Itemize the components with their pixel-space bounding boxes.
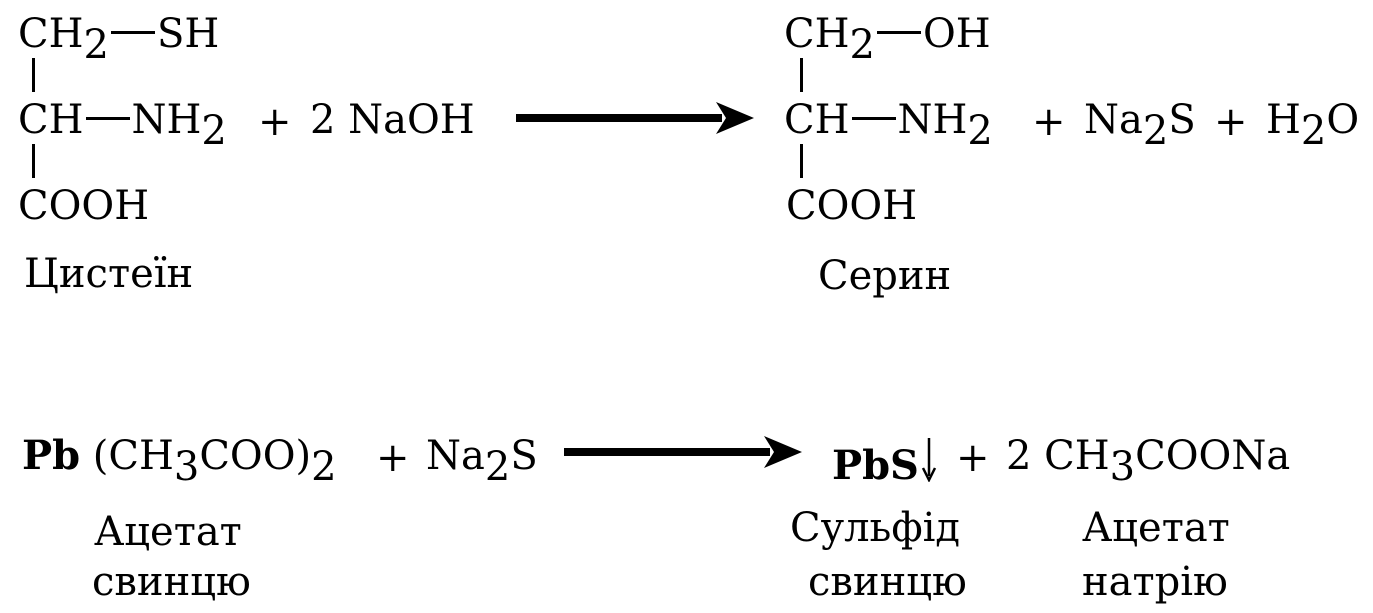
lead-acetate-open: (CH <box>92 433 174 479</box>
coona-text: COONa <box>1135 433 1291 479</box>
s-text: S <box>510 433 538 479</box>
serine-alpha-ch: CH <box>784 97 850 143</box>
sodium-acetate-name-line2: натрію <box>1082 559 1228 605</box>
reaction1-arrow-head <box>716 102 754 134</box>
serine-nh-text: NH <box>897 97 968 143</box>
acetate-count-subscript: 2 <box>311 444 337 491</box>
na2-subscript: 2 <box>484 444 511 491</box>
lead-sulfide-name-line2: свинцю <box>808 559 967 605</box>
lead-acetate-name-line2: свинцю <box>92 559 251 605</box>
serine-row3: COOH <box>786 183 918 229</box>
ch-text: CH <box>1044 433 1110 479</box>
cysteine-upper-vertical-bond <box>32 58 35 92</box>
serine-ch-text: CH <box>784 11 850 57</box>
cysteine-lower-vertical-bond <box>32 144 35 178</box>
reaction2-plus-2: + <box>956 435 990 481</box>
reaction1-plus-3: + <box>1214 99 1248 145</box>
serine-oh-group: OH <box>922 11 991 57</box>
reaction1-plus-2: + <box>1032 99 1066 145</box>
reaction2-arrow-head <box>764 436 802 468</box>
serine-upper-vertical-bond <box>800 58 803 92</box>
h-text: H <box>1266 97 1301 143</box>
ch3-subscript: 3 <box>1109 444 1136 491</box>
cysteine-ch2-subscript: 2 <box>83 22 109 69</box>
sodium-acetate-name-line1: Ацетат <box>1082 505 1230 551</box>
lead-acetate-formula: Pb (CH3COO)2 <box>22 433 337 491</box>
serine-ch2-subscript: 2 <box>849 22 875 69</box>
cysteine-row3: COOH <box>18 183 150 229</box>
lead-acetate-coo: COO) <box>199 433 312 479</box>
h2-subscript: 2 <box>1300 108 1327 155</box>
cysteine-ch-text: CH <box>18 11 84 57</box>
cysteine-sh-group: SH <box>156 11 220 57</box>
cysteine-nh2-bond <box>85 117 130 121</box>
lead-sulfide-name-line1: Сульфід <box>790 505 961 551</box>
reaction2-arrow-shaft <box>564 448 770 456</box>
serine-name: Серин <box>818 253 952 299</box>
reaction2-arrow <box>564 436 802 468</box>
serine-oh-bond <box>876 31 921 35</box>
reaction1-arrow <box>516 102 754 134</box>
na-text: Na <box>1084 97 1143 143</box>
lead-sulfide-product: PbS <box>832 436 937 486</box>
serine-lower-vertical-bond <box>800 144 803 178</box>
reaction2-plus-1: + <box>376 435 410 481</box>
sodium-acetate-coefficient: 2 <box>1006 433 1032 479</box>
s-text: S <box>1168 97 1196 143</box>
water-product: H2O <box>1266 100 1359 151</box>
serine-nh2-subscript: 2 <box>967 108 993 155</box>
lead-acetate-name-line1: Ацетат <box>94 509 242 555</box>
serine-nh2-bond <box>851 117 896 121</box>
naoh-reagent: 2 NaOH <box>310 97 475 143</box>
pb-symbol: Pb <box>22 432 81 479</box>
cysteine-alpha-ch: CH <box>18 97 84 143</box>
reaction1-plus-1: + <box>258 99 292 145</box>
sodium-acetate-product: 2 CH3COONa <box>1006 436 1290 487</box>
sodium-sulfide-product: Na2S <box>1084 100 1196 151</box>
cysteine-name: Цистеїн <box>24 251 194 297</box>
reaction1-arrow-shaft <box>516 114 722 122</box>
precipitate-down-arrow-icon <box>921 438 937 482</box>
pbs-formula: PbS <box>832 441 919 489</box>
o-text: O <box>1326 97 1360 143</box>
na2-subscript: 2 <box>1142 108 1169 155</box>
na-text: Na <box>426 433 485 479</box>
cysteine-sh-bond <box>110 31 155 35</box>
cysteine-nh2-subscript: 2 <box>201 108 227 155</box>
cysteine-nh-text: NH <box>131 97 202 143</box>
ch3-subscript: 3 <box>173 444 200 491</box>
sodium-sulfide-reagent: Na2S <box>426 436 538 487</box>
